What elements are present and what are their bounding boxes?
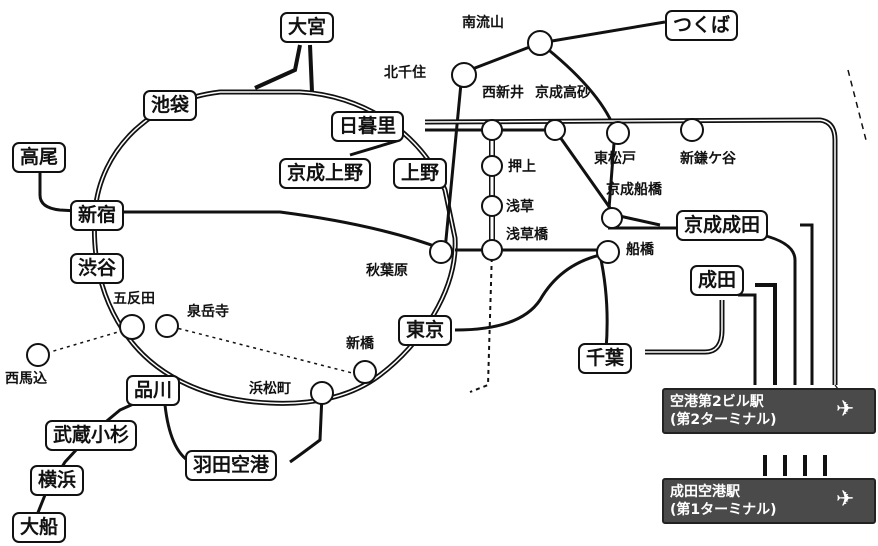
station-kitasenju [451, 62, 477, 88]
line-omiya-b [254, 44, 302, 90]
station-keisei-funabashi [601, 207, 623, 229]
line-yokosuka [33, 390, 161, 521]
line-northeast [847, 69, 867, 141]
station-akihabara [429, 240, 453, 264]
station-musashikosugi: 武蔵小杉 [45, 420, 138, 451]
label-nishiarai: 西新井 [482, 85, 524, 101]
station-keisei-ueno: 京成上野 [279, 158, 372, 189]
station-ueno: 上野 [393, 158, 448, 189]
station-sengakuji [155, 314, 179, 338]
station-funabashi [596, 240, 620, 264]
line-narita-ap-b [738, 293, 757, 385]
label-keisei-funabashi: 京成船橋 [606, 182, 662, 198]
plane-icon: ✈ [836, 397, 855, 422]
line-sobu-rapid [454, 253, 609, 351]
line-narita-in [645, 300, 723, 353]
station-keisei-takasago [544, 119, 566, 141]
station-shinkamagaya [680, 118, 704, 142]
label-sengakuji: 泉岳寺 [187, 304, 229, 320]
label-minami-nagareyama: 南流山 [462, 15, 504, 31]
station-higashimatsudo [606, 121, 630, 145]
station-shibuya: 渋谷 [70, 253, 125, 284]
line-keisei-ueno [349, 138, 401, 157]
line-keisei [425, 128, 661, 227]
label-keisei-takasago: 京成高砂 [535, 85, 591, 101]
yamanote-loop-inner [93, 91, 456, 405]
line-narita-ap-c [800, 223, 814, 385]
airport-terminal-2-sub: (第2ターミナル) [670, 412, 777, 428]
station-nishimagome [26, 343, 50, 367]
line-skyaccess-in [424, 119, 836, 385]
station-takao: 高尾 [12, 142, 67, 173]
label-asakusabashi: 浅草橋 [506, 227, 548, 243]
station-ikebukuro: 池袋 [143, 90, 198, 121]
station-omiya: 大宮 [280, 12, 335, 43]
airport-terminal-1-sub: (第1ターミナル) [670, 502, 777, 518]
label-higashimatsudo: 東松戸 [594, 151, 636, 167]
station-oshiage [481, 155, 503, 177]
station-keisei-narita: 京成成田 [676, 210, 769, 241]
station-shinjuku: 新宿 [70, 200, 125, 231]
label-gotanda: 五反田 [113, 291, 155, 307]
label-funabashi: 船橋 [626, 242, 654, 258]
station-shinagawa: 品川 [126, 375, 181, 406]
station-nippori: 日暮里 [331, 111, 405, 142]
line-monorail [289, 394, 324, 464]
label-hamamatsucho: 浜松町 [249, 381, 291, 397]
station-nishiarai [481, 119, 503, 141]
airport-terminal-1-name: 成田空港駅 [670, 484, 740, 500]
line-omiya [308, 44, 314, 93]
station-gotanda [119, 314, 145, 340]
line-keikyu-airport [164, 324, 361, 376]
line-tx [539, 20, 666, 45]
label-oshiage: 押上 [508, 159, 536, 175]
line-asakusa [469, 249, 493, 393]
label-akihabara: 秋葉原 [366, 263, 408, 279]
line-mita [39, 326, 136, 356]
line-narita-ap [755, 283, 777, 385]
station-asakusabashi [481, 239, 503, 261]
label-shinkamagaya: 新鎌ケ谷 [680, 151, 736, 167]
airport-terminal-1: 成田空港駅 (第1ターミナル) [662, 478, 876, 524]
label-shinbashi: 新橋 [346, 336, 374, 352]
airport-connector [763, 455, 827, 476]
label-nishimagome: 西馬込 [5, 371, 47, 387]
station-hamamatsucho [310, 381, 334, 405]
line-chuo [38, 172, 446, 252]
station-tsukuba: つくば [665, 10, 739, 41]
station-minami-nagareyama [527, 30, 553, 56]
station-narita: 成田 [690, 265, 745, 296]
airport-terminal-2-name: 空港第2ビル駅 [670, 394, 764, 410]
label-asakusa: 浅草 [506, 199, 534, 215]
line-narita [645, 300, 725, 355]
station-tokyo: 東京 [398, 315, 453, 346]
station-haneda: 羽田空港 [185, 450, 278, 481]
label-kitasenju: 北千住 [384, 65, 426, 81]
station-asakusa [481, 195, 503, 217]
airport-terminal-2: 空港第2ビル駅 (第2ターミナル) [662, 388, 876, 434]
station-ofuna: 大船 [12, 512, 67, 543]
plane-icon: ✈ [836, 487, 855, 512]
station-yokohama: 横浜 [30, 465, 85, 496]
station-chiba: 千葉 [578, 343, 633, 374]
station-shinbashi [353, 360, 377, 384]
